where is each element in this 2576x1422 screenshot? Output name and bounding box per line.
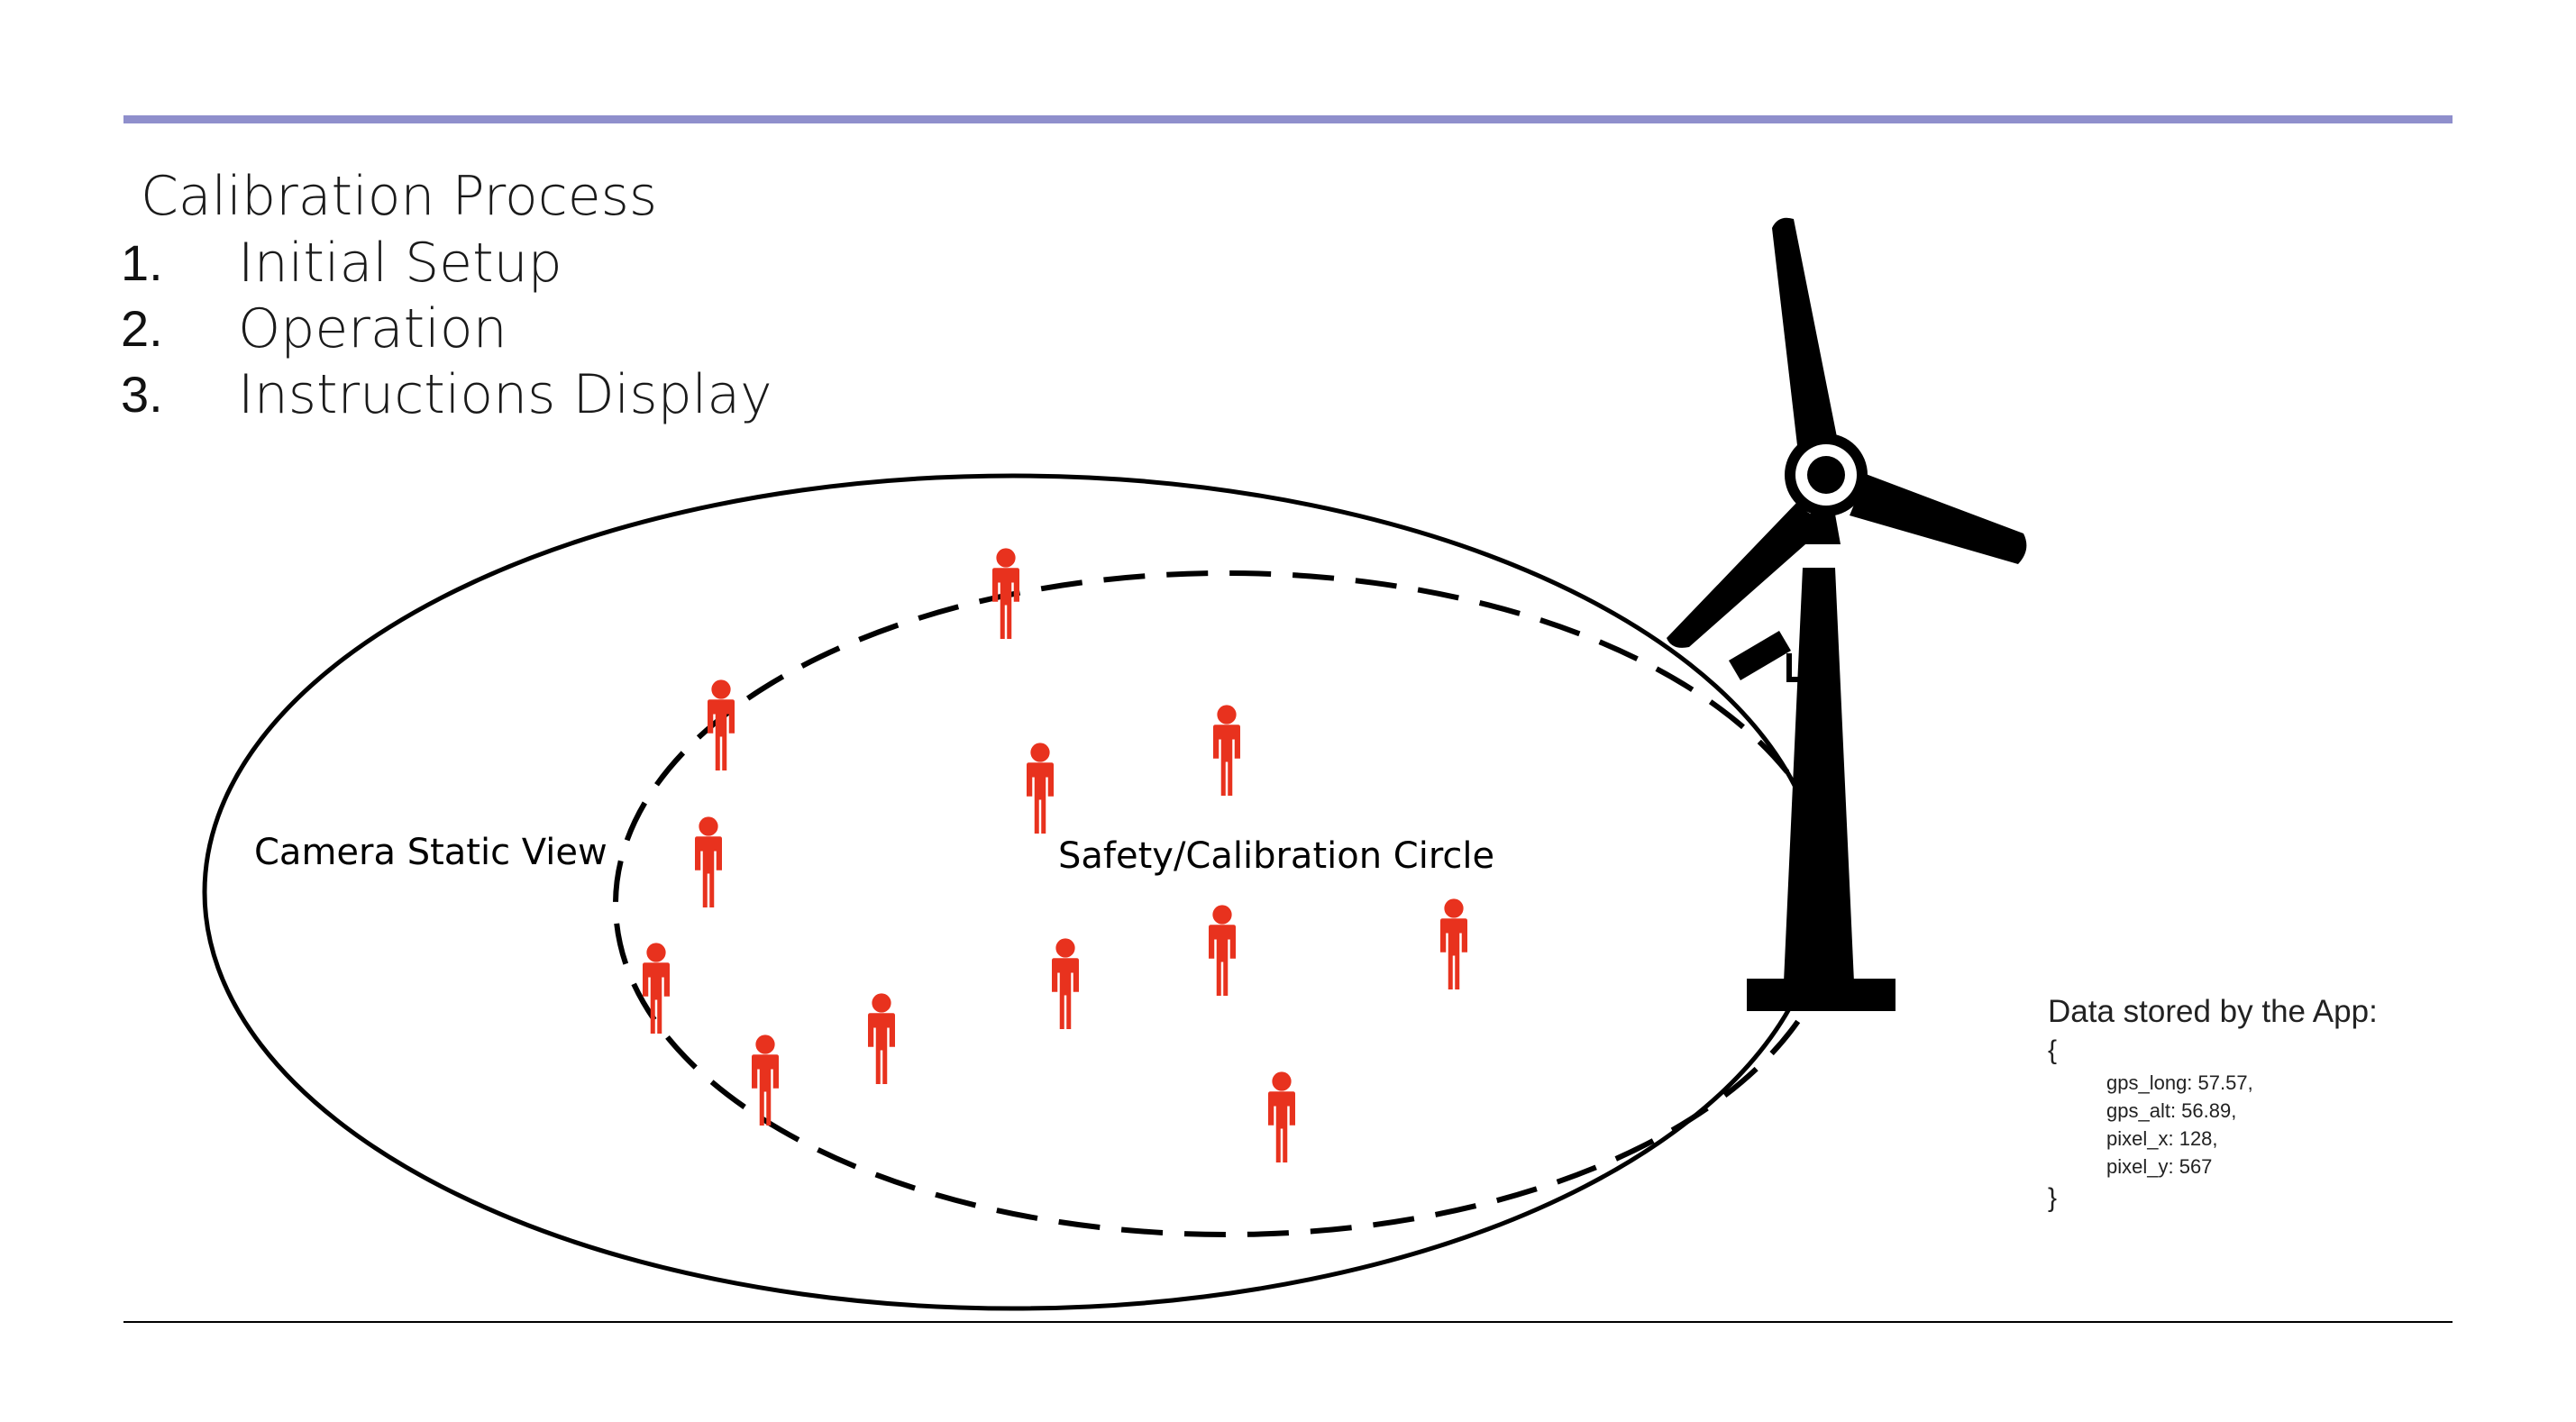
step-label: Instructions Display bbox=[238, 362, 772, 426]
person-icon bbox=[1213, 705, 1240, 796]
data-field: gps_long: 57.57, bbox=[2106, 1071, 2253, 1094]
person-icon bbox=[1027, 743, 1054, 834]
step-item: 2. Operation bbox=[121, 296, 772, 361]
step-number: 1. bbox=[121, 234, 163, 291]
person-icon bbox=[1209, 905, 1236, 996]
person-icon bbox=[868, 993, 895, 1084]
top-accent-rule bbox=[123, 115, 2453, 123]
step-number: 2. bbox=[121, 300, 163, 357]
step-number: 3. bbox=[121, 366, 163, 423]
step-label: Initial Setup bbox=[238, 231, 562, 295]
person-icon bbox=[643, 943, 670, 1034]
data-panel-title: Data stored by the App: bbox=[2048, 994, 2378, 1029]
wind-turbine-icon bbox=[1667, 217, 2027, 1011]
camera-view-ellipse bbox=[202, 473, 1824, 1311]
step-item: 3. Instructions Display bbox=[121, 361, 772, 427]
person-icon bbox=[1440, 898, 1467, 989]
step-item: 1. Initial Setup bbox=[121, 230, 772, 296]
data-panel: Data stored by the App: { gps_long: 57.5… bbox=[2048, 991, 2378, 1217]
person-icon bbox=[695, 816, 722, 907]
calibration-circle bbox=[613, 570, 1841, 1237]
camera-view-label: Camera Static View bbox=[254, 832, 607, 873]
bottom-rule bbox=[123, 1321, 2453, 1323]
data-field: gps_alt: 56.89, bbox=[2106, 1099, 2237, 1122]
security-camera-icon bbox=[1729, 631, 1810, 682]
slide-title: Calibration Process bbox=[141, 165, 658, 228]
step-label: Operation bbox=[238, 296, 507, 360]
open-brace: { bbox=[2048, 1035, 2058, 1065]
calibration-circle-label: Safety/Calibration Circle bbox=[1058, 835, 1495, 877]
steps-list: 1. Initial Setup 2. Operation 3. Instruc… bbox=[121, 230, 772, 427]
person-icon bbox=[752, 1035, 779, 1126]
person-icon bbox=[1052, 938, 1079, 1029]
person-icon bbox=[1268, 1071, 1295, 1162]
person-icon bbox=[708, 679, 735, 770]
data-field: pixel_x: 128, bbox=[2106, 1127, 2218, 1150]
close-brace: } bbox=[2048, 1183, 2058, 1213]
person-icon bbox=[992, 548, 1019, 639]
data-field: pixel_y: 567 bbox=[2106, 1155, 2213, 1178]
